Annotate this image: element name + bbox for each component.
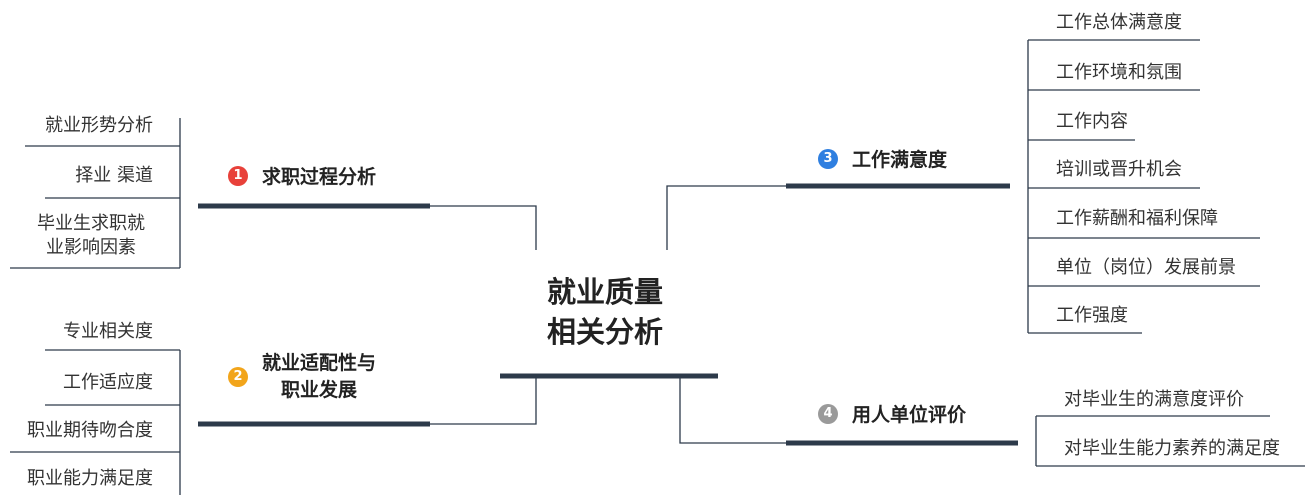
leaf-job-channels[interactable]: 择业 渠道 [75,165,153,186]
central-topic-line1: 就业质量 [546,275,663,309]
number-1-badge-icon: 1 [228,165,248,186]
number-3-badge-icon: 3 [818,148,838,169]
leaf-line: 业影响因素 [46,237,136,258]
leaf-position-prospects[interactable]: 单位（岗位）发展前景 [1056,257,1236,278]
leaf-graduate-satisfaction[interactable]: 对毕业生的满意度评价 [1064,389,1244,410]
branch-label-line2: 职业发展 [281,379,358,401]
leaf-work-environment[interactable]: 工作环境和氛围 [1056,62,1182,83]
branch-label: 就业适配性与 职业发展 [262,350,376,404]
leaf-ability-satisfaction[interactable]: 职业能力满足度 [27,468,153,489]
branch-job-satisfaction[interactable]: 3 工作满意度 [818,145,947,172]
leaf-work-intensity[interactable]: 工作强度 [1056,305,1128,326]
leaf-expectation-match[interactable]: 职业期待吻合度 [27,420,153,441]
leaf-influencing-factors[interactable]: 毕业生求职就 业影响因素 [37,212,145,260]
leaf-salary-benefits[interactable]: 工作薪酬和福利保障 [1056,208,1218,229]
leaf-major-relevance[interactable]: 专业相关度 [63,321,153,342]
branch-label: 工作满意度 [852,149,948,171]
number-4-badge-icon: 4 [818,403,838,424]
leaf-graduate-competency[interactable]: 对毕业生能力素养的满足度 [1064,438,1280,459]
leaf-work-content[interactable]: 工作内容 [1056,111,1128,132]
leaf-line: 毕业生求职就 [37,213,145,234]
leaf-employment-situation[interactable]: 就业形势分析 [45,115,153,136]
branch-label: 用人单位评价 [852,404,967,426]
central-topic[interactable]: 就业质量 相关分析 [520,272,690,352]
leaf-work-adaptability[interactable]: 工作适应度 [63,372,153,393]
branch-label: 求职过程分析 [262,166,377,188]
leaf-training-promotion[interactable]: 培训或晋升机会 [1056,159,1182,180]
branch-job-search-process[interactable]: 1 求职过程分析 [228,162,376,189]
branch-label-line1: 就业适配性与 [262,352,377,374]
leaf-overall-satisfaction[interactable]: 工作总体满意度 [1056,12,1182,33]
branch-job-fit-career-development[interactable]: 2 就业适配性与 职业发展 [228,350,376,404]
central-topic-line2: 相关分析 [546,315,663,349]
number-2-badge-icon: 2 [228,367,248,387]
branch-employer-evaluation[interactable]: 4 用人单位评价 [818,400,966,427]
